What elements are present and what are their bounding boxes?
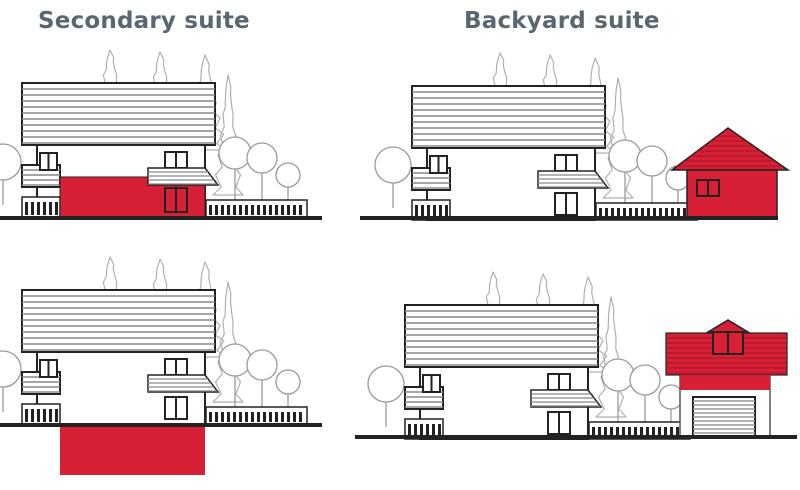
small-window [39,152,58,171]
backyard-cottage [669,127,791,219]
fence [588,421,691,440]
garage-door [692,396,756,438]
house-roof [411,85,606,149]
round-tree-icon [629,364,661,427]
ground-line [0,423,322,427]
panel-backyard-suite-top [360,52,791,221]
fence [21,403,61,425]
secondary-suite-title: Secondary suite [38,8,250,34]
backyard-suite-title: Backyard suite [464,8,660,34]
round-tree-icon [367,365,405,427]
lower-window [547,411,571,435]
fence [411,199,451,221]
round-tree-icon [275,369,301,412]
panel-secondary-suite-basement [0,256,322,475]
round-tree-icon [246,349,278,412]
ground-line [355,435,797,439]
small-window [429,155,448,174]
round-tree-icon [374,146,412,208]
garage-suite-band [680,375,770,390]
round-tree-icon [275,162,301,205]
round-tree-icon [218,136,252,205]
upper-window [164,358,188,376]
small-window [422,374,441,393]
pine-tree-icon [212,281,244,403]
garage-suite [665,319,788,438]
ground-line [360,216,778,220]
suite-window [164,187,188,213]
fence [21,196,61,218]
cottage-window [696,179,720,197]
fence [205,199,308,218]
round-tree-icon [0,143,22,205]
basement-suite-highlight [60,427,205,475]
small-window [39,359,58,378]
ground-line [0,216,322,220]
dormer-window [712,331,744,355]
upper-window [164,151,188,169]
pine-tree-icon [595,296,627,418]
fence [205,406,308,425]
house-roof [21,82,216,146]
house-roof [21,289,216,353]
panel-secondary-suite-top [0,49,322,220]
round-tree-icon [0,350,22,412]
round-tree-icon [636,145,668,208]
panel-backyard-suite-garage [355,271,797,440]
dormer-roof [705,319,751,333]
pine-tree-icon [212,74,244,196]
fence [404,418,444,440]
pine-tree-icon [602,77,634,199]
round-tree-icon [246,142,278,205]
house-roof [404,304,599,368]
upper-window [547,373,571,391]
lower-window [164,396,188,420]
upper-window [554,154,578,172]
lower-window [554,192,578,216]
